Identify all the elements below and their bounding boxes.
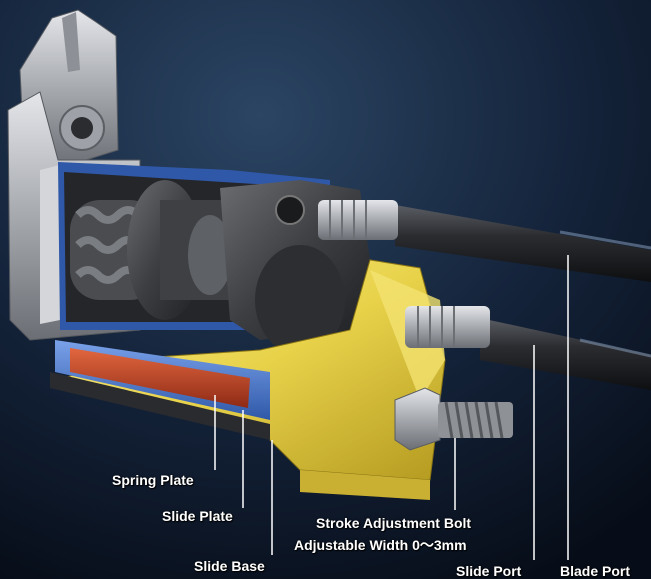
label-slide-port: Slide Port (456, 563, 522, 579)
label-stroke-bolt-width: Adjustable Width 0〜3mm (294, 537, 467, 553)
slide-port-hose (480, 318, 651, 390)
blade-port-hose (395, 205, 651, 282)
label-spring-plate: Spring Plate (112, 472, 194, 488)
spring-plate (70, 348, 250, 408)
label-slide-base: Slide Base (194, 558, 265, 574)
spring-piston (70, 180, 232, 320)
label-blade-port: Blade Port (560, 563, 631, 579)
stroke-adjustment-bolt (394, 387, 513, 451)
label-stroke-bolt-title: Stroke Adjustment Bolt (316, 515, 472, 531)
slide-port-fitting (405, 306, 490, 348)
leader-lines (214, 255, 569, 560)
label-slide-plate: Slide Plate (162, 508, 233, 524)
blade-port-fitting (318, 200, 398, 240)
